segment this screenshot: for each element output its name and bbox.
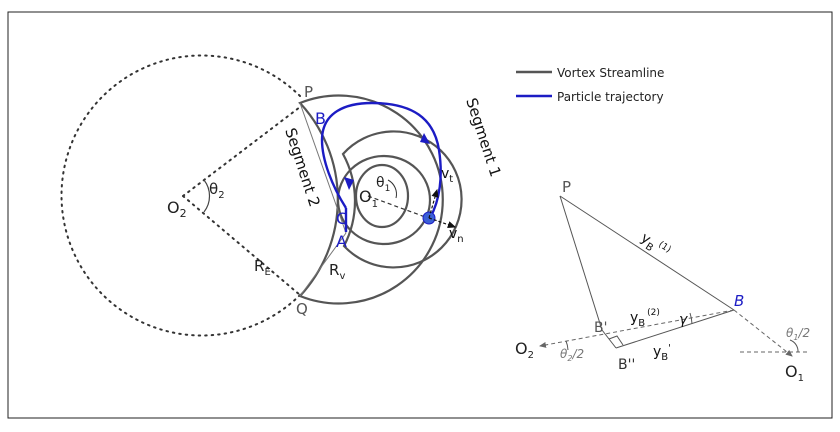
inset-line-P-B [559, 195, 735, 311]
inset-dashed-to-O2 [539, 309, 735, 348]
dotted-radius-to-Q [182, 195, 301, 296]
label-C: C [336, 209, 347, 228]
inset-line-P-Bprime [559, 195, 603, 331]
inset-theta2-arc [565, 340, 569, 351]
radius-line-AQ [299, 232, 347, 297]
label-segment1: Segment 1 [462, 96, 504, 179]
label-O1: O1 [359, 187, 378, 210]
label-segment2: Segment 2 [281, 126, 323, 209]
label-theta2: θ2 [209, 180, 225, 201]
vortex-streamline-3 [336, 154, 432, 246]
dotted-earth-circle [60, 54, 301, 337]
inset-label-theta2-half: θ2/2 [560, 347, 584, 363]
dotted-radius-to-P [182, 106, 301, 197]
inset-label-P: P [562, 178, 571, 196]
inset-theta1-arc [789, 339, 799, 353]
figure-border [7, 11, 833, 419]
theta1-angle-arc [387, 179, 397, 199]
inset-right-angle-mark [608, 335, 624, 346]
inset-label-yB2: yB(2) [630, 308, 660, 329]
inset-gamma-arc [689, 312, 693, 325]
inset-label-yBprime: yB' [653, 343, 671, 363]
inset-dashed-to-O1 [733, 309, 793, 357]
segment-line-PA [299, 102, 347, 234]
trajectory-arrow-up [420, 133, 430, 144]
label-vt: vt [441, 166, 453, 185]
label-B: B [315, 109, 326, 128]
inset-label-B: B [734, 292, 744, 310]
inset-label-O1: O1 [785, 362, 804, 384]
inset-label-Bprime: B' [594, 320, 607, 336]
inset-line-B-Bdprime [615, 309, 735, 349]
inset-label-theta1-half: θ1/2 [786, 326, 810, 342]
inset-label-gamma: γ [679, 312, 688, 328]
label-theta1: θ1 [376, 175, 390, 194]
label-RE: RE [254, 257, 271, 278]
inset-label-Bdprime: B'' [618, 357, 635, 373]
particle-trajectory [320, 101, 442, 219]
trajectory-arrow-down [344, 177, 354, 190]
label-Rv: Rv [329, 261, 345, 282]
legend-particle-label: Particle trajectory [557, 90, 664, 104]
inset-label-O2: O2 [515, 339, 534, 361]
label-O2: O2 [167, 198, 187, 220]
legend-vortex-label: Vortex Streamline [557, 66, 664, 80]
vortex-streamline-4 [354, 163, 410, 229]
label-vn: vn [449, 226, 464, 245]
theta2-angle-arc [203, 179, 211, 213]
label-A: A [336, 232, 347, 251]
vortex-streamline-2 [341, 130, 463, 269]
vn-arrow [428, 217, 457, 229]
label-Q: Q [296, 300, 308, 318]
dashed-O1-radial [367, 195, 429, 219]
label-P: P [304, 83, 313, 101]
